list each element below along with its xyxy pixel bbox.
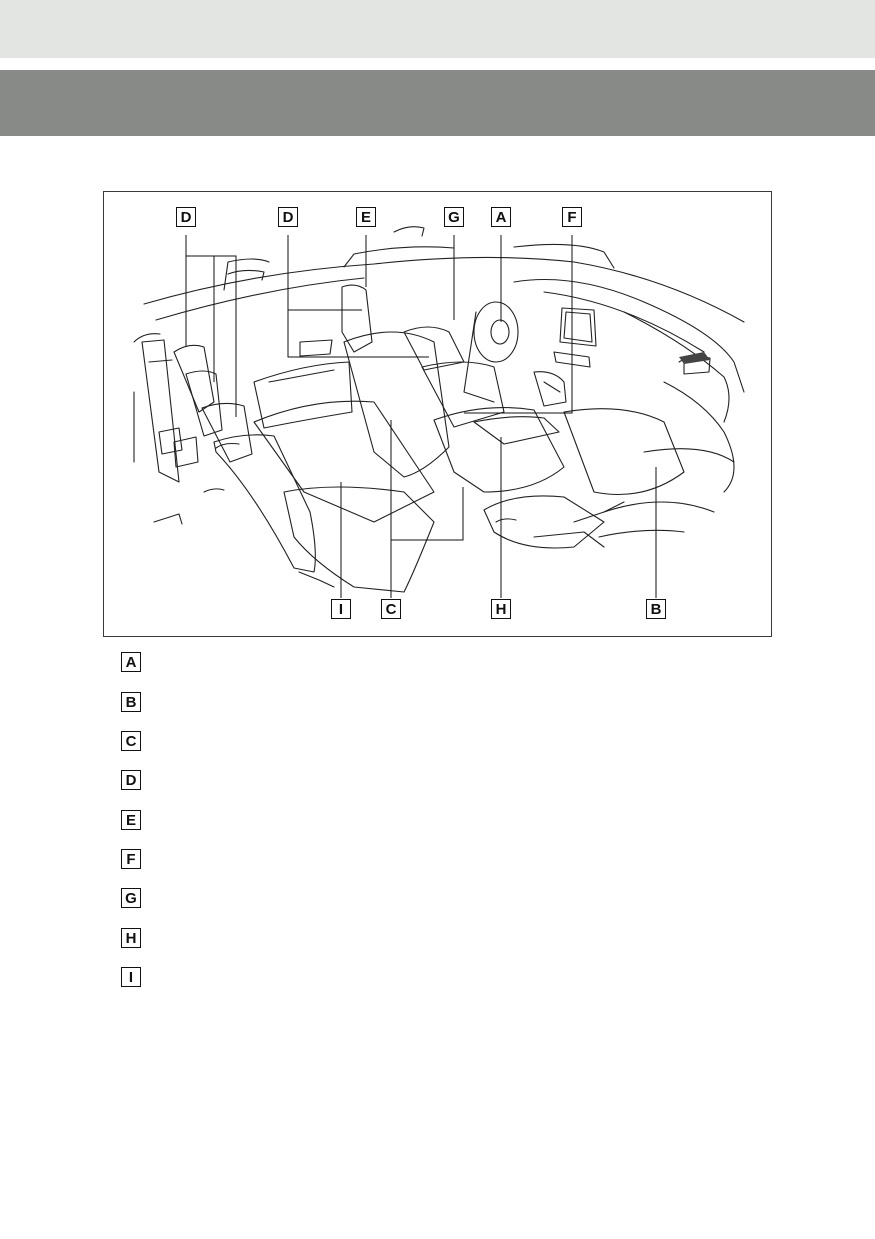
interior-overview-illustration: D D E G A F I C H B	[103, 191, 772, 637]
callout-a: A	[491, 207, 511, 227]
callout-f: F	[562, 207, 582, 227]
legend-key-g: G	[121, 888, 141, 908]
section-title-bar	[0, 70, 875, 136]
callout-d-front: D	[278, 207, 298, 227]
callout-leader-lines	[185, 235, 657, 598]
legend-key-c: C	[121, 731, 141, 751]
legend-key-i: I	[121, 967, 141, 987]
car-interior-drawing	[133, 226, 745, 593]
callout-h: H	[491, 599, 511, 619]
callout-i: I	[331, 599, 351, 619]
legend-key-b: B	[121, 692, 141, 712]
legend-key-h: H	[121, 928, 141, 948]
legend-key-e: E	[121, 810, 141, 830]
callout-g: G	[444, 207, 464, 227]
legend-key-f: F	[121, 849, 141, 869]
header-band-light	[0, 0, 875, 58]
legend-key-d: D	[121, 770, 141, 790]
legend-key-a: A	[121, 652, 141, 672]
callout-b: B	[646, 599, 666, 619]
callout-d-rear: D	[176, 207, 196, 227]
callout-e: E	[356, 207, 376, 227]
callout-c: C	[381, 599, 401, 619]
